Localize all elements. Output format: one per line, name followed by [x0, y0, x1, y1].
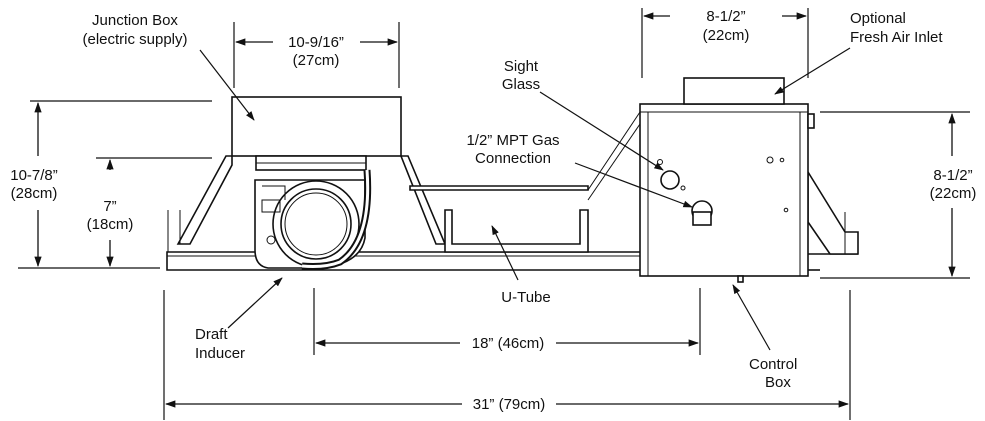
- junction-box-sublabel: (electric supply): [82, 31, 187, 48]
- utube-top: [409, 185, 589, 191]
- overall-height-metric: (28cm): [11, 185, 58, 202]
- utube-leader: [491, 225, 519, 281]
- sight-glass-leader: [539, 91, 664, 171]
- inducer-height-value: 7”: [103, 198, 116, 215]
- control-height-metric: (22cm): [930, 185, 977, 202]
- fresh-air-label-2: Fresh Air Inlet: [850, 29, 943, 46]
- dimension-labels: 10-9/16” (27cm) 8-1/2” (22cm) 10-7/8” (2…: [10, 8, 976, 413]
- right-reflector: [807, 169, 859, 255]
- extension-lines: [18, 8, 970, 420]
- junction-box: [231, 96, 402, 157]
- fresh-air-leader: [774, 47, 851, 95]
- control-box-label-2: Box: [765, 374, 791, 391]
- overall-height-value: 10-7/8”: [10, 167, 58, 184]
- gas-connection-leader: [574, 162, 693, 208]
- leader-lines: [199, 47, 851, 351]
- left-reflector: [176, 155, 233, 245]
- control-width-metric: (22cm): [703, 27, 750, 44]
- control-width-value: 8-1/2”: [706, 8, 745, 25]
- junction-box-leader: [199, 49, 255, 121]
- dimension-lines: [34, 12, 956, 408]
- base-rail: [166, 251, 656, 271]
- burner-reflector: [399, 155, 447, 245]
- component-labels: Junction Box (electric supply) Sight Gla…: [82, 10, 943, 391]
- fresh-air-inlet: [683, 77, 785, 105]
- inducer-height-metric: (18cm): [87, 216, 134, 233]
- fresh-air-label: Optional: [850, 10, 906, 27]
- sight-glass-label-2: Glass: [502, 76, 540, 93]
- sight-glass-label: Sight: [504, 58, 539, 75]
- utube-label: U-Tube: [501, 289, 550, 306]
- draft-inducer-leader: [227, 277, 283, 329]
- jbox-width-value: 10-9/16”: [288, 34, 344, 51]
- overall-length-label: 31” (79cm): [473, 396, 546, 413]
- draft-inducer-label: Draft: [195, 326, 228, 343]
- control-box: [639, 103, 809, 277]
- gas-connection-label: 1/2” MPT Gas: [466, 132, 559, 149]
- utube-body: [444, 209, 589, 253]
- control-box-label: Control: [749, 356, 797, 373]
- heater-unit: [166, 77, 859, 283]
- draft-inducer-label-2: Inducer: [195, 345, 245, 362]
- center-spacing-label: 18” (46cm): [472, 335, 545, 352]
- sight-glass: [660, 170, 680, 190]
- control-height-value: 8-1/2”: [933, 167, 972, 184]
- junction-box-label: Junction Box: [92, 12, 178, 29]
- gas-connection-label-2: Connection: [475, 150, 551, 167]
- jbox-width-metric: (27cm): [293, 52, 340, 69]
- control-box-leader: [732, 284, 771, 351]
